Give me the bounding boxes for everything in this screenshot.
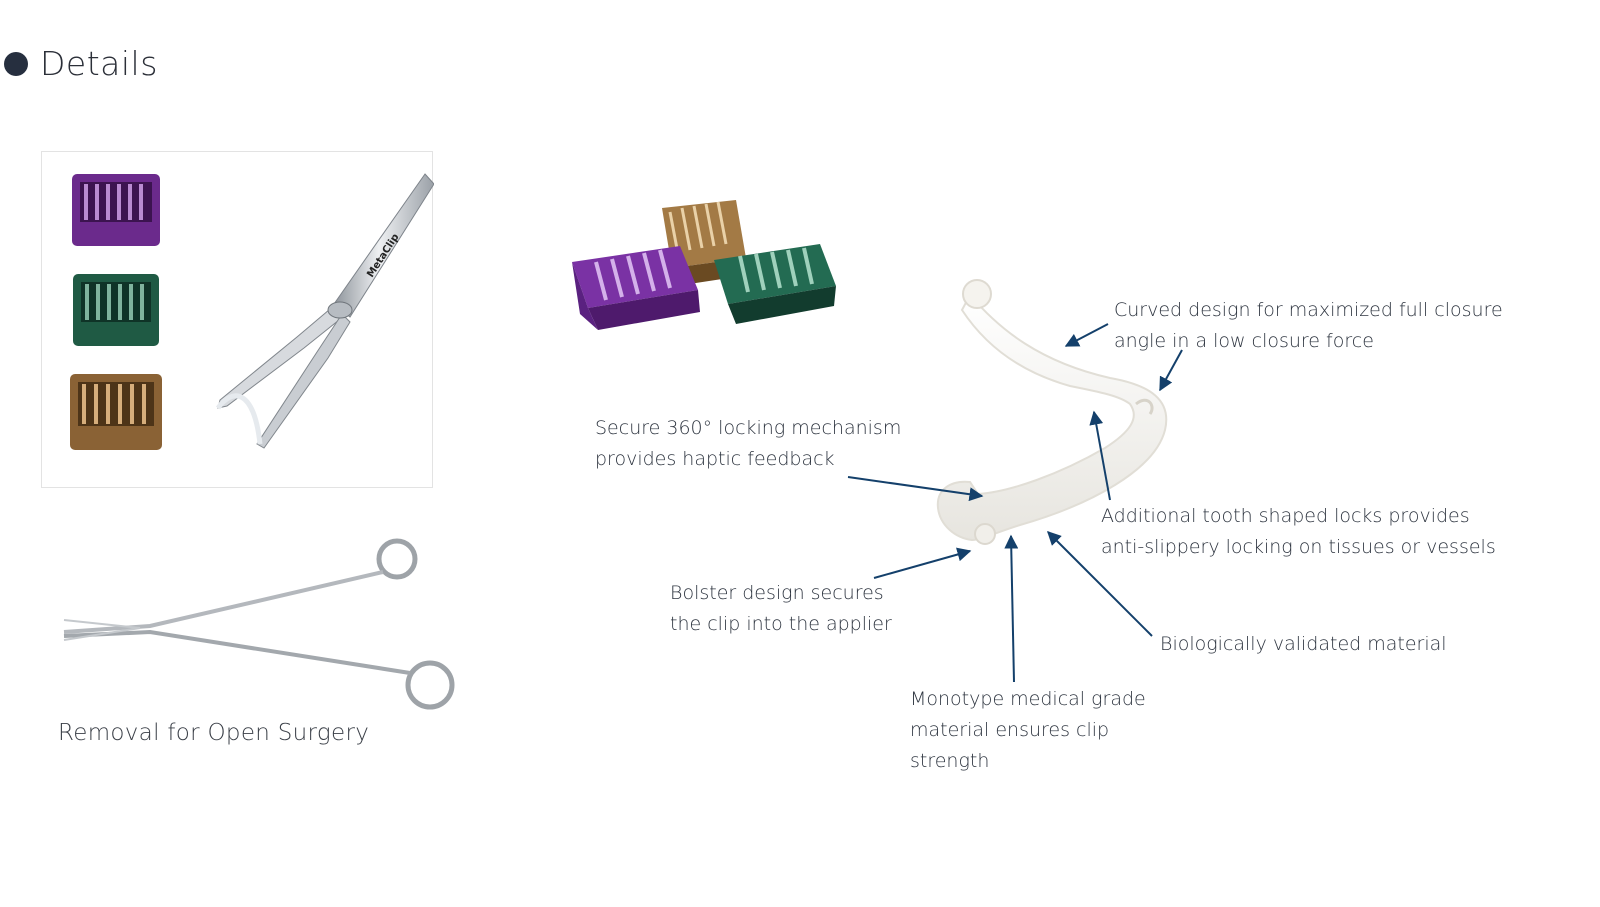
clip-applier-icon: MetaClip bbox=[215, 173, 435, 449]
arrow-tooth bbox=[1089, 410, 1111, 501]
arrow-monotype bbox=[1004, 534, 1019, 683]
cartridge-group-icon bbox=[572, 200, 836, 330]
label-bolster-design: Bolster design secures the clip into the… bbox=[670, 582, 892, 635]
section-header: Details bbox=[4, 44, 158, 83]
label-curved-design: Curved design for maximized full closure… bbox=[1114, 299, 1503, 352]
green-cartridge-3d-icon bbox=[714, 244, 836, 324]
label-monotype-material: Monotype medical grade material ensures … bbox=[910, 688, 1146, 772]
purple-cartridge-3d-icon bbox=[572, 246, 700, 330]
label-biologically-validated: Biologically validated material bbox=[1160, 633, 1447, 655]
arrow-secure bbox=[847, 476, 984, 502]
purple-cartridge-icon bbox=[72, 174, 160, 246]
label-secure-locking: Secure 360° locking mechanism provides h… bbox=[595, 417, 902, 470]
bullet-dot-icon bbox=[4, 51, 28, 76]
page-title: Details bbox=[40, 44, 158, 83]
removal-caption: Removal for Open Surgery bbox=[58, 720, 370, 746]
arrow-curved-1 bbox=[1064, 323, 1109, 347]
applier-illustration: MetaClip bbox=[70, 173, 435, 450]
clip-applier-photo: MetaClip bbox=[41, 151, 435, 488]
removal-forceps-icon bbox=[63, 538, 455, 710]
bronze-cartridge-3d-icon bbox=[662, 200, 746, 286]
arrow-bolster bbox=[873, 547, 972, 579]
bronze-cartridge-icon bbox=[70, 374, 162, 450]
green-cartridge-icon bbox=[73, 274, 159, 346]
label-tooth-locks: Additional tooth shaped locks provides a… bbox=[1101, 505, 1496, 558]
